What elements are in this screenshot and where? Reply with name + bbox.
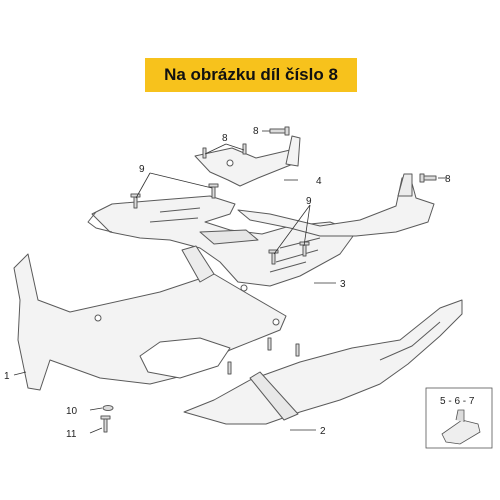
part-4-bracket-plate [194, 135, 301, 187]
part-3-rear-extension [237, 173, 435, 237]
clip-nut-icon [441, 409, 481, 445]
inset-label: 5 - 6 - 7 [440, 396, 475, 407]
inset-box: 5 - 6 - 7 [425, 387, 493, 449]
callout-8-right: 8 [445, 174, 451, 185]
callout-1: 1 [4, 371, 10, 382]
part-number-banner: Na obrázku díl číslo 8 [145, 58, 357, 92]
part-3-footboard [87, 195, 357, 287]
callout-4: 4 [316, 176, 322, 187]
callout-11: 11 [66, 429, 77, 440]
part-8-bolt-right [419, 173, 437, 183]
callout-3: 3 [340, 279, 346, 290]
part-10-washer [102, 405, 114, 411]
callout-2: 2 [320, 426, 326, 437]
callout-8-top: 8 [222, 133, 228, 144]
callout-9-left: 9 [139, 164, 145, 175]
banner-text: Na obrázku díl číslo 8 [164, 65, 338, 84]
part-2-side-skirt [183, 299, 463, 425]
callout-10: 10 [66, 406, 78, 417]
part-11-screw [100, 415, 111, 433]
part-1-floor-pan [13, 245, 287, 391]
leader-lines [13, 130, 446, 434]
callout-9-right: 9 [306, 196, 312, 207]
part-8-bolt-top [269, 126, 290, 136]
callout-8-bolt: 8 [253, 126, 259, 137]
